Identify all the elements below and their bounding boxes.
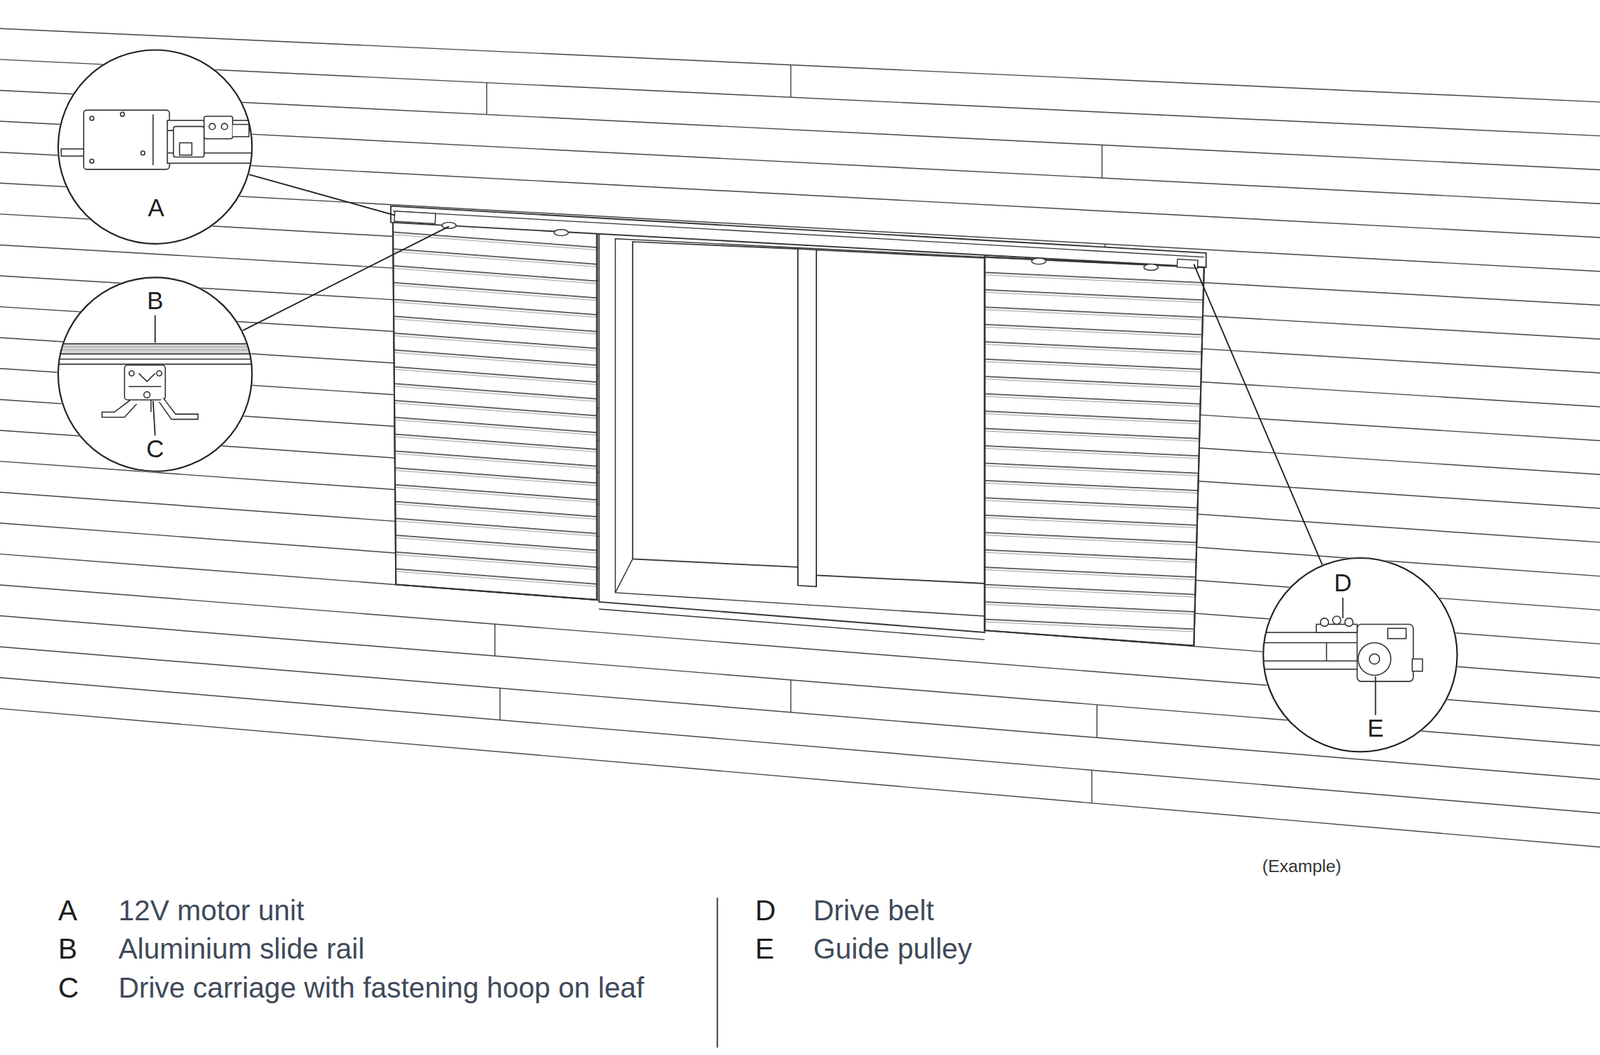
legend-letter: A: [58, 897, 78, 926]
callout-letter: D: [1331, 571, 1354, 597]
callout-circle: A: [57, 48, 254, 245]
callout-outline: [1262, 557, 1459, 754]
legend-letter: C: [58, 974, 79, 1003]
legend-description: Aluminium slide rail: [118, 935, 365, 964]
callout-letter: A: [146, 195, 167, 221]
callout-circle: BC: [57, 276, 254, 473]
note-text: (Example): [1262, 858, 1342, 876]
legend-description: Drive carriage with fastening hoop on le…: [118, 974, 644, 1003]
callout-letter: C: [143, 436, 166, 462]
callout-letter: B: [144, 288, 166, 314]
legend-letter: B: [58, 935, 78, 964]
legend-letter: E: [755, 935, 775, 964]
callout-circle: DE: [1262, 557, 1459, 754]
legend-description: 12V motor unit: [118, 897, 305, 926]
legend-letter: D: [755, 897, 776, 926]
callout-letter: E: [1365, 716, 1386, 742]
legend-description: Guide pulley: [813, 935, 973, 964]
legend-description: Drive belt: [813, 897, 935, 926]
